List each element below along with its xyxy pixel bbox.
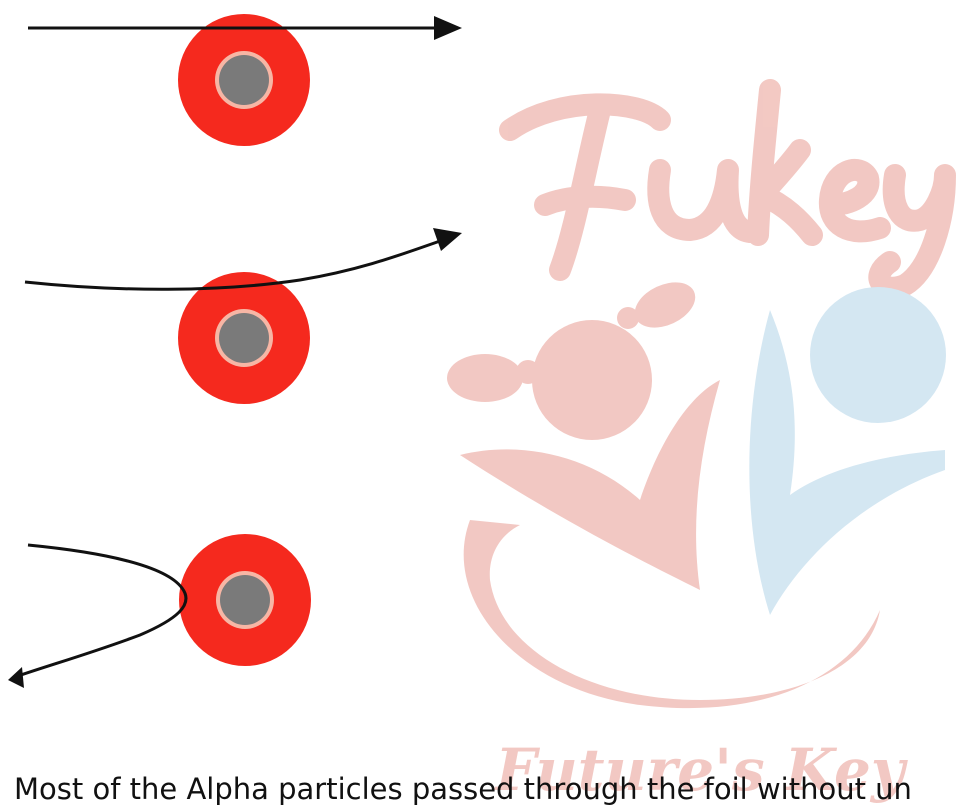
fukey-watermark-logo: Future's Key — [447, 90, 946, 804]
nucleus — [219, 313, 269, 363]
watermark-bun-top — [628, 273, 703, 336]
arrow-head — [434, 16, 462, 40]
watermark-head-left — [532, 320, 652, 440]
alpha-path — [18, 545, 186, 676]
atom — [178, 272, 310, 404]
nucleus — [219, 55, 269, 105]
caption-text: Most of the Alpha particles passed throu… — [14, 772, 912, 806]
watermark-brand-lettering — [510, 90, 945, 288]
atom — [179, 534, 311, 666]
watermark-bun-left — [447, 354, 523, 402]
watermark-head-right — [810, 287, 946, 423]
watermark-knot-left — [516, 360, 540, 384]
nucleus — [220, 575, 270, 625]
panel-reflected-back — [8, 534, 311, 688]
atom — [178, 14, 310, 146]
watermark-knot-top — [617, 307, 639, 329]
arrow-head — [433, 228, 462, 251]
arrow-head — [8, 667, 24, 688]
panel-slightly-deflected — [25, 228, 462, 404]
panel-undeflected — [28, 14, 462, 146]
